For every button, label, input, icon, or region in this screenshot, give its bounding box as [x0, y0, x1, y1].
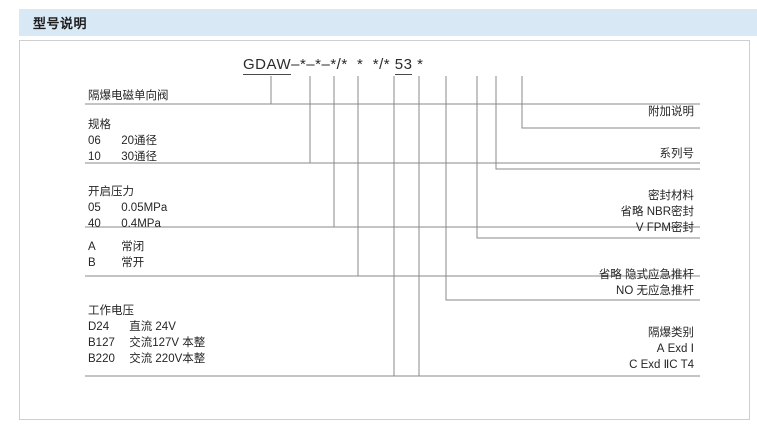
label-row: C Exd ⅡC T4 [509, 357, 694, 373]
label-description: 附加说明 [648, 106, 694, 118]
label-description: 20通径 [121, 135, 157, 147]
label-description: FPM密封 [646, 222, 694, 234]
label-row: 工作电压 [88, 303, 205, 319]
label-row: 附加说明 [509, 104, 694, 120]
label-code: 10 [88, 151, 101, 163]
label-code: B [88, 257, 96, 269]
model-code-segment: * [357, 56, 364, 73]
model-code-segment: – [306, 56, 316, 73]
label-code: C [629, 359, 638, 371]
label-row: 05 0.05MPa [88, 200, 167, 216]
label-row: A Exd Ⅰ [509, 341, 694, 357]
label-row: A 常闭 [88, 239, 144, 255]
label-description: 交流 220V本整 [129, 353, 206, 365]
label-row: B127 交流127V 本整 [88, 335, 205, 351]
label-row: 10 30通径 [88, 149, 157, 165]
label-code: D24 [88, 321, 110, 333]
label-description: 无应急推杆 [636, 285, 695, 297]
label-row: 省略 隐式应急推杆 [509, 267, 694, 283]
model-code-segment: * [372, 56, 380, 73]
label-description: 隐式应急推杆 [625, 269, 694, 281]
label-description: 隔爆类别 [648, 327, 694, 339]
label-code: 省略 [620, 206, 644, 218]
label-description: Exd ⅡC T4 [640, 359, 694, 371]
label-description: 直流 24V [129, 321, 176, 333]
label-code: A [88, 241, 96, 253]
model-code-line: GDAW–*–*–*/* * */* 53 * [0, 56, 757, 78]
label-description: 常开 [121, 257, 145, 269]
label-description: NBR密封 [646, 206, 694, 218]
model-code-segment [348, 56, 357, 73]
model-code-segment: * [315, 56, 322, 73]
label-row: 隔爆电磁单向阀 [88, 88, 169, 104]
label-row: B 常开 [88, 255, 144, 271]
label-description: 系列号 [659, 148, 695, 160]
label-group-series-number: 系列号 [509, 146, 695, 162]
model-code-segment: * [341, 56, 348, 73]
label-description: 30通径 [121, 151, 157, 163]
label-row: 密封材料 [509, 188, 694, 204]
label-row: NO 无应急推杆 [509, 283, 694, 299]
label-row: 开启压力 [88, 184, 167, 200]
model-code-segment: – [321, 56, 331, 73]
model-code-segment: * [330, 56, 337, 73]
label-code: A [656, 343, 665, 355]
model-code-segment: GDAW [243, 56, 292, 75]
label-description: 0.05MPa [121, 202, 168, 214]
label-code: V [635, 222, 644, 234]
label-code: B220 [88, 353, 115, 365]
label-description: 0.4MPa [121, 218, 161, 230]
label-code: 05 [88, 202, 101, 214]
model-code-segment: / [336, 56, 342, 73]
section-header-bar [19, 9, 757, 36]
label-row: B220 交流 220V本整 [88, 351, 205, 367]
label-group-product-type: 隔爆电磁单向阀 [88, 88, 169, 104]
page-title: 型号说明 [33, 16, 88, 31]
label-description: 规格 [88, 119, 111, 131]
model-code-segment: * [299, 56, 307, 73]
label-row: 系列号 [509, 146, 695, 162]
label-description: 工作电压 [88, 305, 134, 317]
label-description: Exd Ⅰ [667, 343, 694, 355]
label-code: 06 [88, 135, 101, 147]
label-row: 规格 [88, 117, 157, 133]
label-description: 常闭 [121, 241, 145, 253]
model-code-segment: / [379, 56, 384, 73]
label-description: 交流127V 本整 [129, 337, 206, 349]
label-row: 06 20通径 [88, 133, 157, 149]
label-code: B127 [88, 337, 115, 349]
label-row: D24 直流 24V [88, 319, 205, 335]
label-row: 隔爆类别 [509, 325, 694, 341]
label-group-additional-description: 附加说明 [509, 104, 694, 120]
label-row: 省略 NBR密封 [509, 204, 694, 220]
label-row: V FPM密封 [509, 220, 694, 236]
label-description: 隔爆电磁单向阀 [88, 90, 169, 102]
label-code: 省略 [598, 269, 622, 281]
label-code: 40 [88, 218, 101, 230]
model-code-segment [363, 56, 372, 73]
label-code: NO [616, 285, 634, 297]
label-row: 40 0.4MPa [88, 216, 167, 232]
model-code-segment: * [417, 56, 424, 73]
model-code-segment: * [383, 56, 391, 73]
label-description: 密封材料 [648, 190, 694, 202]
model-code-segment: 53 [394, 56, 413, 75]
model-code-segment: – [291, 56, 300, 73]
label-description: 开启压力 [88, 186, 134, 198]
model-code-text: GDAW–*–*–*/* * */* 53 * [243, 56, 423, 75]
